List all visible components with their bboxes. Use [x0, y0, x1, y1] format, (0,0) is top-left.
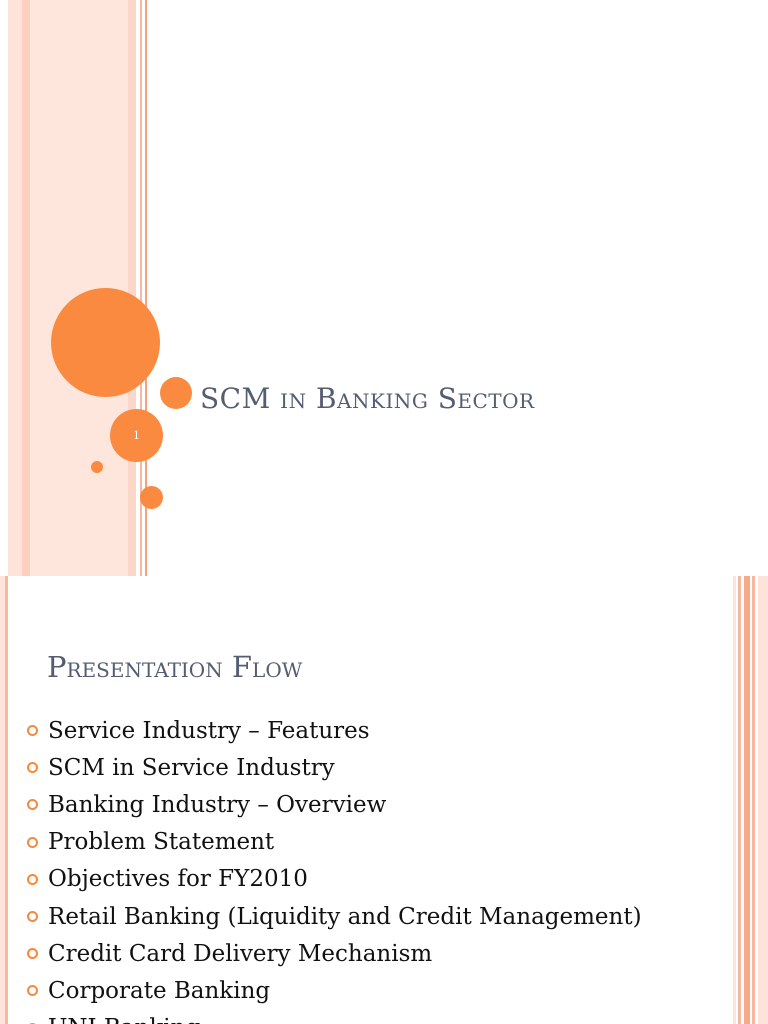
- ring-bullet-icon: [27, 873, 38, 885]
- ring-bullet-icon: [27, 985, 38, 997]
- bullet-text: UNI Banking: [48, 1015, 200, 1024]
- ring-bullet-icon: [27, 762, 38, 774]
- decorative-line: [738, 576, 741, 1024]
- bullet-item: Banking Industry – Overview: [27, 786, 642, 823]
- decorative-circle-tiny: [91, 461, 103, 473]
- slide-title: Presentation Flow: [47, 650, 303, 684]
- bullet-item: Credit Card Delivery Mechanism: [27, 935, 642, 972]
- bullet-item: SCM in Service Industry: [27, 749, 642, 786]
- bullet-text: Credit Card Delivery Mechanism: [48, 940, 433, 967]
- bullet-item: Service Industry – Features: [27, 712, 642, 749]
- decorative-stripe: [0, 576, 5, 1024]
- decorative-circle-medium: [160, 377, 192, 409]
- bullet-item: UNI Banking: [27, 1010, 642, 1024]
- bullet-item: Objectives for FY2010: [27, 861, 642, 898]
- bullet-text: Banking Industry – Overview: [48, 791, 387, 818]
- bullet-text: Problem Statement: [48, 829, 275, 856]
- decorative-line: [140, 0, 142, 576]
- agenda-slide: Presentation Flow Service Industry – Fea…: [0, 576, 768, 1024]
- decorative-stripe: [744, 576, 750, 1024]
- title-slide: 1 SCM in Banking Sector: [8, 0, 535, 576]
- bullet-text: Retail Banking (Liquidity and Credit Man…: [48, 903, 642, 930]
- decorative-line: [752, 576, 755, 1024]
- decorative-line: [145, 0, 147, 576]
- decorative-stripe: [733, 576, 736, 1024]
- bullet-text: SCM in Service Industry: [48, 754, 335, 781]
- ring-bullet-icon: [27, 799, 38, 811]
- ring-bullet-icon: [27, 948, 38, 960]
- slide-number-badge: 1: [110, 409, 163, 462]
- decorative-stripe: [128, 0, 136, 576]
- ring-bullet-icon: [27, 836, 38, 848]
- bullet-list: Service Industry – Features SCM in Servi…: [27, 712, 642, 1024]
- bullet-text: Objectives for FY2010: [48, 866, 308, 893]
- decorative-stripe: [8, 0, 22, 576]
- decorative-stripe: [758, 576, 768, 1024]
- bullet-item: Corporate Banking: [27, 972, 642, 1009]
- decorative-stripe: [22, 0, 30, 576]
- bullet-item: Problem Statement: [27, 824, 642, 861]
- bullet-text: Corporate Banking: [48, 977, 271, 1004]
- slide-number: 1: [133, 429, 140, 442]
- decorative-line: [5, 576, 8, 1024]
- decorative-circle-small: [140, 486, 163, 509]
- decorative-circle-large: [51, 288, 160, 397]
- bullet-text: Service Industry – Features: [48, 717, 370, 744]
- bullet-item: Retail Banking (Liquidity and Credit Man…: [27, 898, 642, 935]
- slide-title: SCM in Banking Sector: [200, 382, 535, 415]
- ring-bullet-icon: [27, 911, 38, 923]
- ring-bullet-icon: [27, 725, 38, 737]
